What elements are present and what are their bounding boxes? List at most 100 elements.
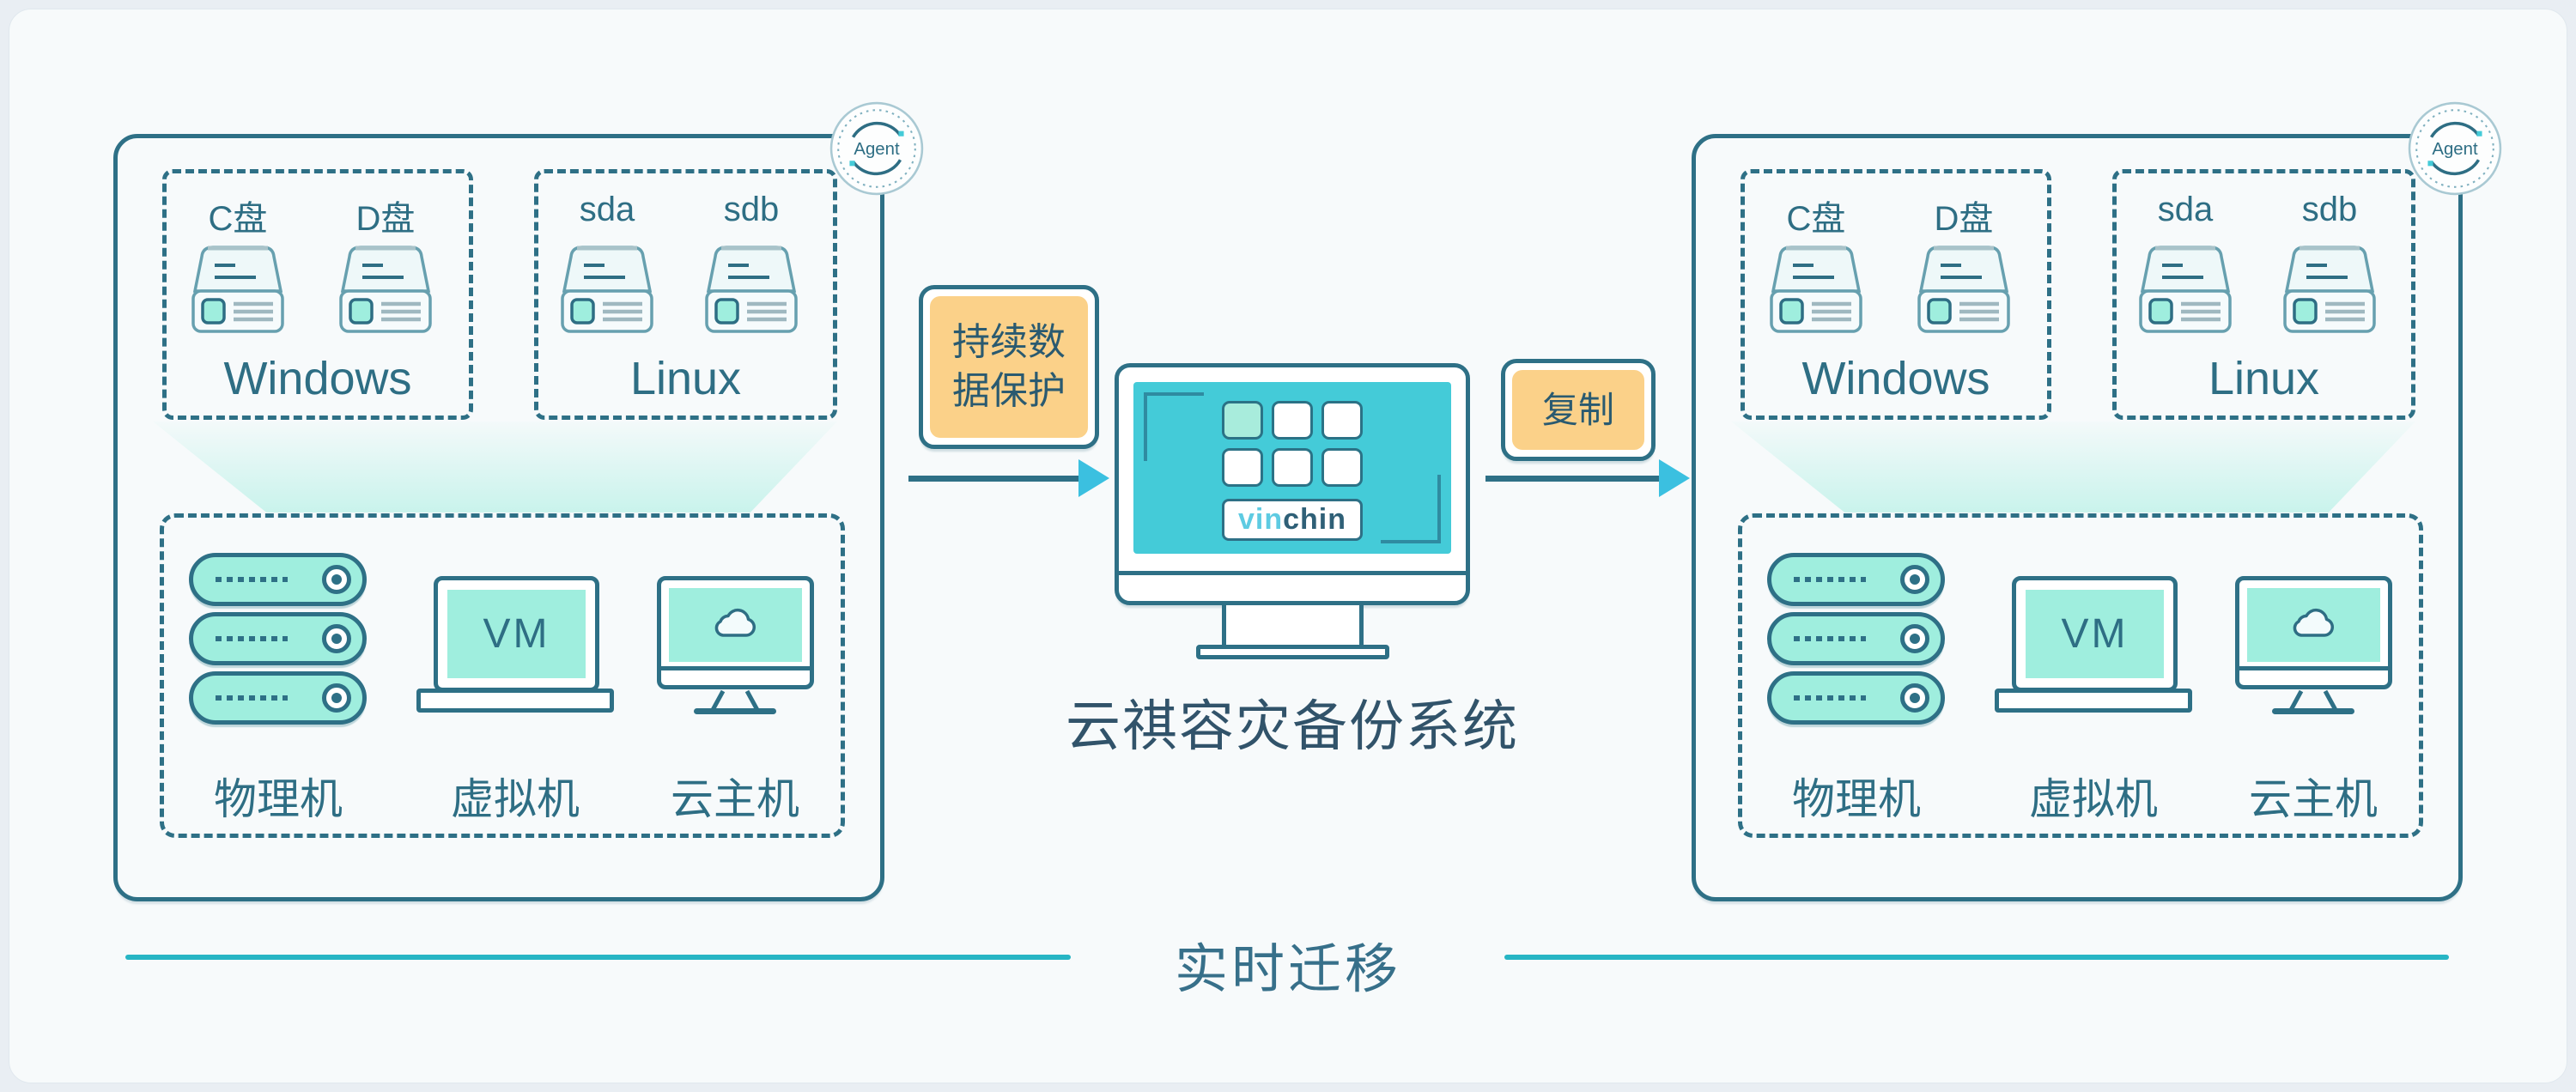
divider-left (125, 955, 1071, 960)
hard-disk-icon (2138, 242, 2233, 337)
disk-label: D盘 (355, 200, 416, 238)
cloud-screen (669, 588, 802, 662)
server-pill (189, 612, 367, 665)
grid-cell (1222, 448, 1263, 487)
vm-laptop-base (416, 689, 614, 713)
cdp-line1: 持续数 (952, 321, 1066, 364)
logo-vin-text: vin (1237, 503, 1284, 536)
server-dots (1794, 695, 1866, 701)
disk-label: sdb (2301, 191, 2358, 228)
corner-bracket-icon (1381, 475, 1441, 543)
disk-label: sda (579, 191, 635, 228)
cloud-host-icon (2235, 576, 2392, 689)
copy-badge: 复制 (1501, 359, 1656, 461)
divider-right (1504, 955, 2449, 960)
label-physical-machine: 物理机 (214, 775, 343, 823)
vm-screen-text: VM (447, 590, 586, 678)
corner-bracket-icon (1144, 392, 1204, 461)
hard-disk-icon (1769, 242, 1863, 337)
server-knob-icon (322, 624, 351, 653)
arrow-left-line (908, 476, 1080, 482)
monitor-chin-line (1119, 571, 1466, 575)
disk-label: sda (2157, 191, 2214, 228)
host-group-left: C盘 D盘 Windows sda sdb Linux VM (113, 101, 924, 901)
cloud-screen (2247, 588, 2380, 662)
monitor-stand-neck (1222, 605, 1364, 646)
server-dots (1794, 636, 1866, 641)
vm-laptop-base (1995, 689, 2192, 713)
server-pill (1767, 553, 1945, 606)
refresh-arc-icon (2430, 159, 2481, 176)
hard-disk-icon (191, 242, 285, 337)
refresh-arc-icon (852, 159, 902, 176)
cdp-line2: 据保护 (952, 369, 1066, 412)
hard-disk-icon (2282, 242, 2377, 337)
cdp-badge-text: 持续数 据保护 (930, 296, 1088, 438)
grid-cell (1321, 448, 1363, 487)
label-virtual-machine: 虚拟机 (451, 775, 580, 823)
agent-badge: Agent (829, 101, 924, 196)
bottom-caption: 实时迁移 (1174, 940, 1401, 999)
os-label-windows: Windows (1801, 353, 1990, 404)
agent-badge: Agent (2408, 101, 2502, 196)
vm-screen-text: VM (2026, 590, 2164, 678)
gradient-beam (1731, 422, 2415, 513)
gradient-beam (153, 422, 837, 513)
monitor-stand-base (1196, 645, 1389, 659)
hard-disk-icon (704, 242, 799, 337)
label-physical-machine: 物理机 (1792, 775, 1921, 823)
server-dots (1794, 577, 1866, 582)
server-pill (1767, 671, 1945, 725)
cloud-icon (714, 608, 756, 637)
hard-disk-icon (338, 242, 433, 337)
server-dots (216, 695, 288, 701)
app-grid (1222, 401, 1363, 487)
server-pill (1767, 612, 1945, 665)
label-virtual-machine: 虚拟机 (2029, 775, 2158, 823)
logo-chin-text: chin (1283, 503, 1347, 536)
windows-box: C盘 D盘 Windows (1741, 169, 2051, 420)
grid-cell (1321, 401, 1363, 440)
monitor-stand-icon (2253, 689, 2373, 715)
monitor-stand-icon (675, 689, 795, 715)
server-knob-icon (1900, 624, 1929, 653)
vm-laptop-icon: VM (2012, 576, 2178, 692)
machines-box: VM 物理机 虚拟机 云主机 (1738, 513, 2423, 838)
vm-laptop-icon: VM (434, 576, 599, 692)
os-label-windows: Windows (223, 353, 412, 404)
grid-cell (1222, 401, 1263, 440)
hard-disk-icon (1917, 242, 2011, 337)
host-group-right: C盘 D盘 Windows sda sdb Linux VM (1692, 101, 2502, 901)
label-cloud-host: 云主机 (671, 775, 799, 823)
arrow-right-line (1485, 476, 1661, 482)
server-pill (189, 553, 367, 606)
refresh-arc-icon (851, 121, 902, 138)
server-knob-icon (322, 683, 351, 713)
system-title: 云祺容灾备份系统 (1066, 695, 1519, 757)
linux-box: sda sdb Linux (2112, 169, 2415, 420)
machines-box: VM 物理机 虚拟机 云主机 (160, 513, 845, 838)
arrow-left-head-icon (1078, 459, 1109, 497)
cloud-monitor-chin (2239, 666, 2388, 670)
cloud-host-icon (657, 576, 814, 689)
copy-badge-text: 复制 (1512, 370, 1644, 450)
agent-badge-label: Agent (2432, 140, 2478, 159)
cdp-badge: 持续数 据保护 (919, 285, 1099, 449)
cloud-icon (2293, 608, 2334, 637)
agent-badge-label: Agent (854, 140, 900, 159)
server-dots (216, 636, 288, 641)
disk-label: C盘 (1786, 200, 1846, 238)
server-pill (189, 671, 367, 725)
hard-disk-icon (560, 242, 654, 337)
server-dots (216, 577, 288, 582)
windows-box: C盘 D盘 Windows (162, 169, 473, 420)
os-label-linux: Linux (2208, 353, 2320, 404)
server-knob-icon (1900, 565, 1929, 594)
linux-box: sda sdb Linux (534, 169, 837, 420)
server-knob-icon (1900, 683, 1929, 713)
disk-label: C盘 (208, 200, 268, 238)
